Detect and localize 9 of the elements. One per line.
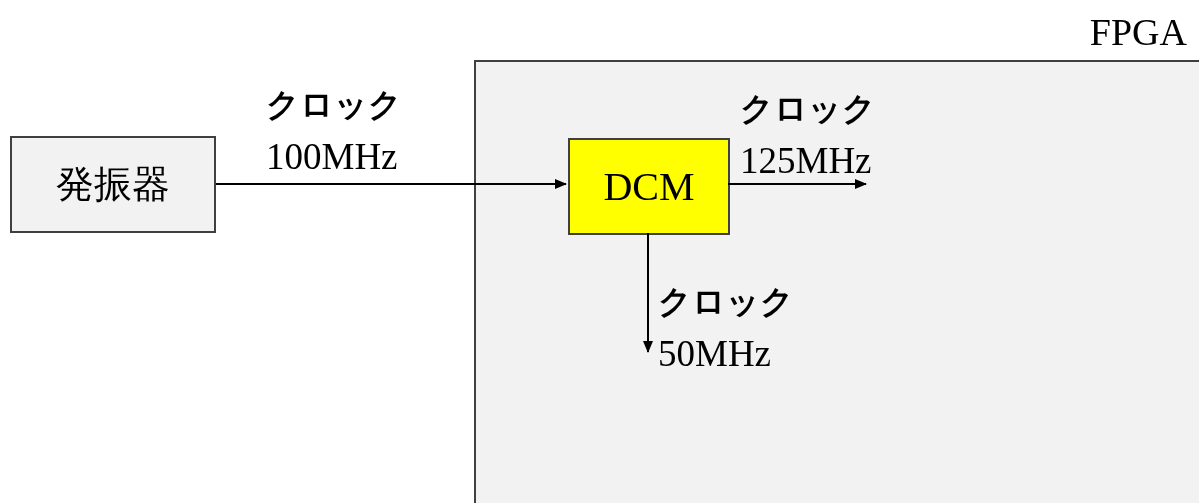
container-title: FPGA [1089,10,1187,54]
arrow [215,179,567,189]
process-box: 発振器 [10,136,216,233]
arrow [643,232,653,353]
edge-label: クロック 50MHz [658,281,795,376]
arrow [727,179,867,189]
edge-label: クロック 100MHz [266,84,403,179]
edge-label: クロック 125MHz [740,88,877,183]
process-box: DCM [568,138,730,235]
